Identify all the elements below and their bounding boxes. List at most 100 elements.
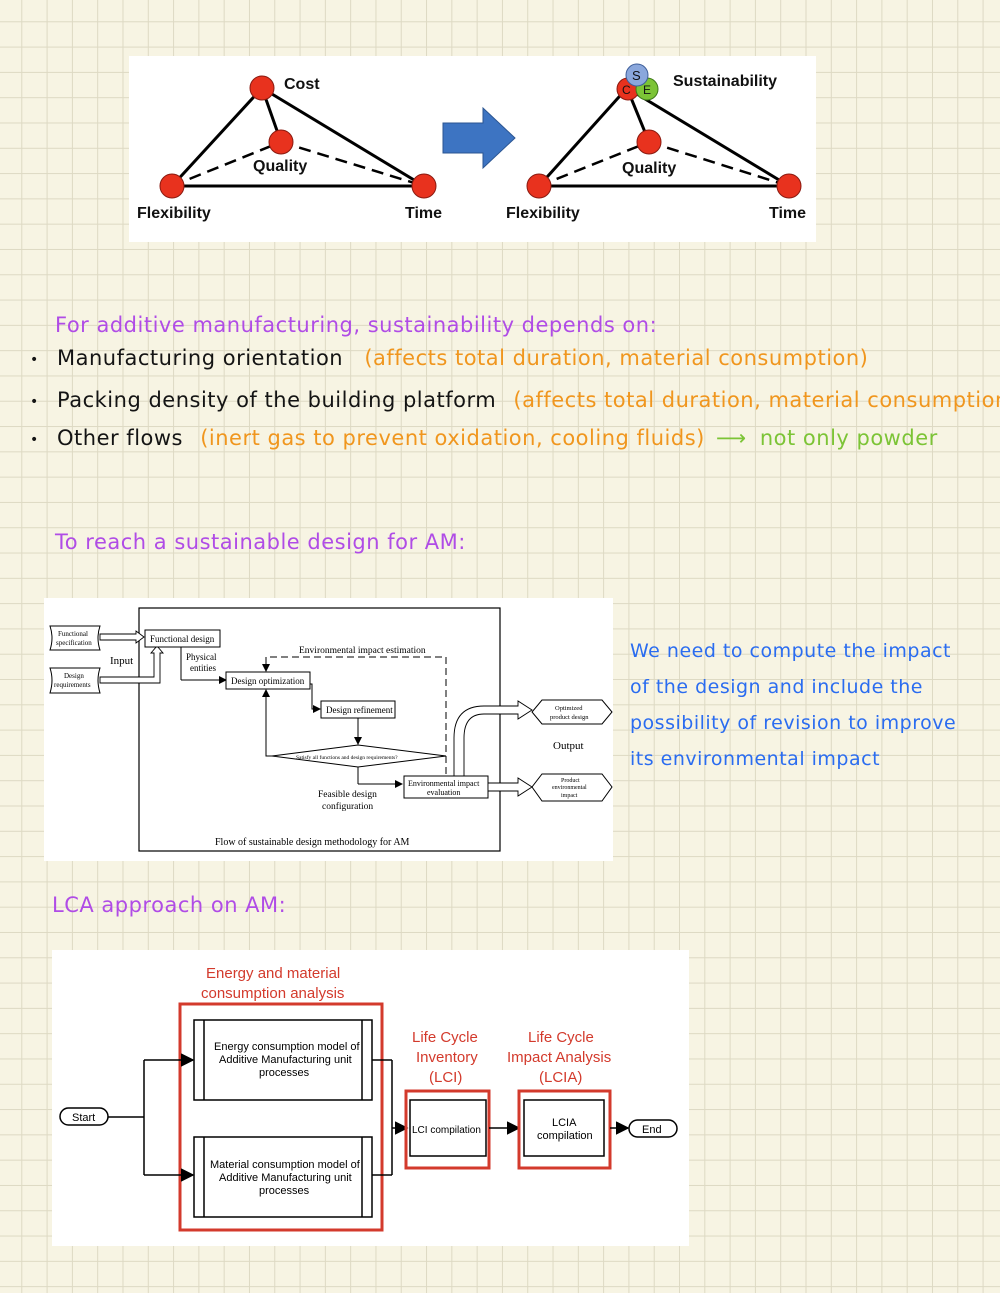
heading-lca: LCA approach on AM: [52,893,287,917]
flexibility-label: Flexibility [137,205,211,222]
quality-label: Quality [253,158,307,175]
design-flow-figure: Functional specification Design requirem… [44,598,613,861]
energy-model-line1: Energy consumption model of [214,1041,360,1053]
lcia-title-line1: Life Cycle [528,1029,594,1046]
quality-node [268,129,294,155]
bullet-main-text: Manufacturing orientation [57,346,344,370]
heading-sustainability-factors: For additive manufacturing, sustainabili… [55,313,658,337]
input-label: Input [110,655,133,667]
lci-frame [404,1089,491,1170]
time-label: Time [769,205,806,222]
right-arrow-icon [442,106,516,170]
design-refinement-label: Design refinement [326,705,393,715]
material-model-line3: processes [259,1185,310,1197]
lcia-frame [517,1089,612,1170]
left-triangle: Cost Quality Flexibility Time [137,75,442,222]
sustainability-label: Sustainability [673,73,777,90]
end-terminal [628,1119,678,1138]
triangle-figure-svg: Cost Quality Flexibility Time S C E Sust… [137,63,806,222]
physical-entities-line2: entities [190,663,216,673]
lcia-label-line2: compilation [537,1130,593,1142]
side-note-line: We need to compute the impact [630,640,952,662]
functional-spec-line1: Functional [58,630,88,638]
functional-spec-line2: specification [56,639,92,647]
optimized-line2: product design [550,714,589,721]
heading-sustainable-design: To reach a sustainable design for AM: [55,530,466,554]
e-letter: E [643,83,651,97]
figure-caption: Flow of sustainable design methodology f… [215,837,410,848]
right-triangle: S C E Sustainability Quality Flexibility… [506,63,806,222]
bullet-main-text: Other flows [57,426,183,450]
s-letter: S [632,68,641,83]
material-model-line2: Additive Manufacturing unit [219,1172,352,1184]
time-label: Time [405,205,442,222]
bullet-extra-text: not only powder [759,426,938,450]
output-label: Output [553,740,584,752]
design-flow-svg: Functional specification Design requirem… [49,607,613,852]
bullet-marker: • [30,394,39,410]
triangle-figure: Cost Quality Flexibility Time S C E Sust… [129,56,816,242]
lca-figure: Energy and material consumption analysis… [52,950,689,1246]
env-estimation-label: Environmental impact estimation [299,646,426,656]
lcia-title-line2: Impact Analysis [507,1049,611,1066]
design-req-line2: requirements [54,681,91,689]
design-optimization-label: Design optimization [231,676,305,686]
product-env-line3: impact [561,793,578,799]
energy-model-box [193,1019,373,1101]
env-eval-line1: Environmental impact [408,779,480,788]
flexibility-node [526,173,552,199]
optimized-line1: Optimized [555,705,583,712]
side-note-line: its environmental impact [630,748,881,770]
lci-title-line3: (LCI) [429,1069,462,1086]
flexibility-node [159,173,185,199]
physical-entities-line1: Physical [186,652,217,662]
bullet-main-text: Packing density of the building platform [57,388,497,412]
lca-svg: Energy and material consumption analysis… [59,965,678,1232]
energy-model-line3: processes [259,1067,310,1079]
c-letter: C [622,83,631,97]
s-circle [625,63,649,87]
feasible-line1: Feasible design [318,790,377,800]
lci-title-line1: Life Cycle [412,1029,478,1046]
design-req-line1: Design [64,672,84,680]
cost-label: Cost [284,76,320,93]
material-model-line1: Material consumption model of [210,1159,361,1171]
bullet-marker: • [30,352,39,368]
energy-material-title-line1: Energy and material [206,965,340,982]
arrow-icon: ⟶ [716,426,747,450]
lci-label: LCI compilation [412,1125,481,1136]
lci-title-line2: Inventory [416,1049,478,1066]
side-note-line: of the design and include the [630,676,923,698]
bullet-marker: • [30,432,39,448]
bullet-item-orientation: Manufacturing orientation (affects total… [57,346,868,370]
energy-material-title-line2: consumption analysis [201,985,344,1002]
functional-design-label: Functional design [150,634,215,644]
bullet-aside-text: (inert gas to prevent oxidation, cooling… [200,426,705,450]
bullet-aside-text: (affects total duration, material consum… [513,388,1000,412]
lcia-box [523,1099,605,1157]
bullet-aside-text: (affects total duration, material consum… [364,346,869,370]
time-node [776,173,802,199]
design-req-banner [49,667,101,694]
lci-box [409,1099,487,1157]
env-eval-line2: evaluation [427,788,460,797]
functional-design-box [144,629,221,648]
bullet-item-packing: Packing density of the building platform… [57,388,1000,412]
material-model-box [193,1136,373,1218]
product-env-line1: Product [561,778,580,784]
satisfy-label: Satisfy all functions and design require… [296,754,398,761]
functional-spec-banner [49,625,101,651]
energy-model-line2: Additive Manufacturing unit [219,1054,352,1066]
feasible-line2: configuration [322,801,373,812]
bullet-item-flows: Other flows (inert gas to prevent oxidat… [57,426,938,450]
satisfy-decision [271,744,447,768]
side-note-line: possibility of revision to improve [630,712,957,734]
lcia-title-line3: (LCIA) [539,1069,582,1086]
end-label: End [642,1124,662,1136]
cost-node [249,75,275,101]
quality-node [636,129,662,155]
quality-label: Quality [622,160,676,177]
energy-material-frame [178,1002,384,1232]
time-node [411,173,437,199]
product-env-line2: environmental [552,785,587,791]
